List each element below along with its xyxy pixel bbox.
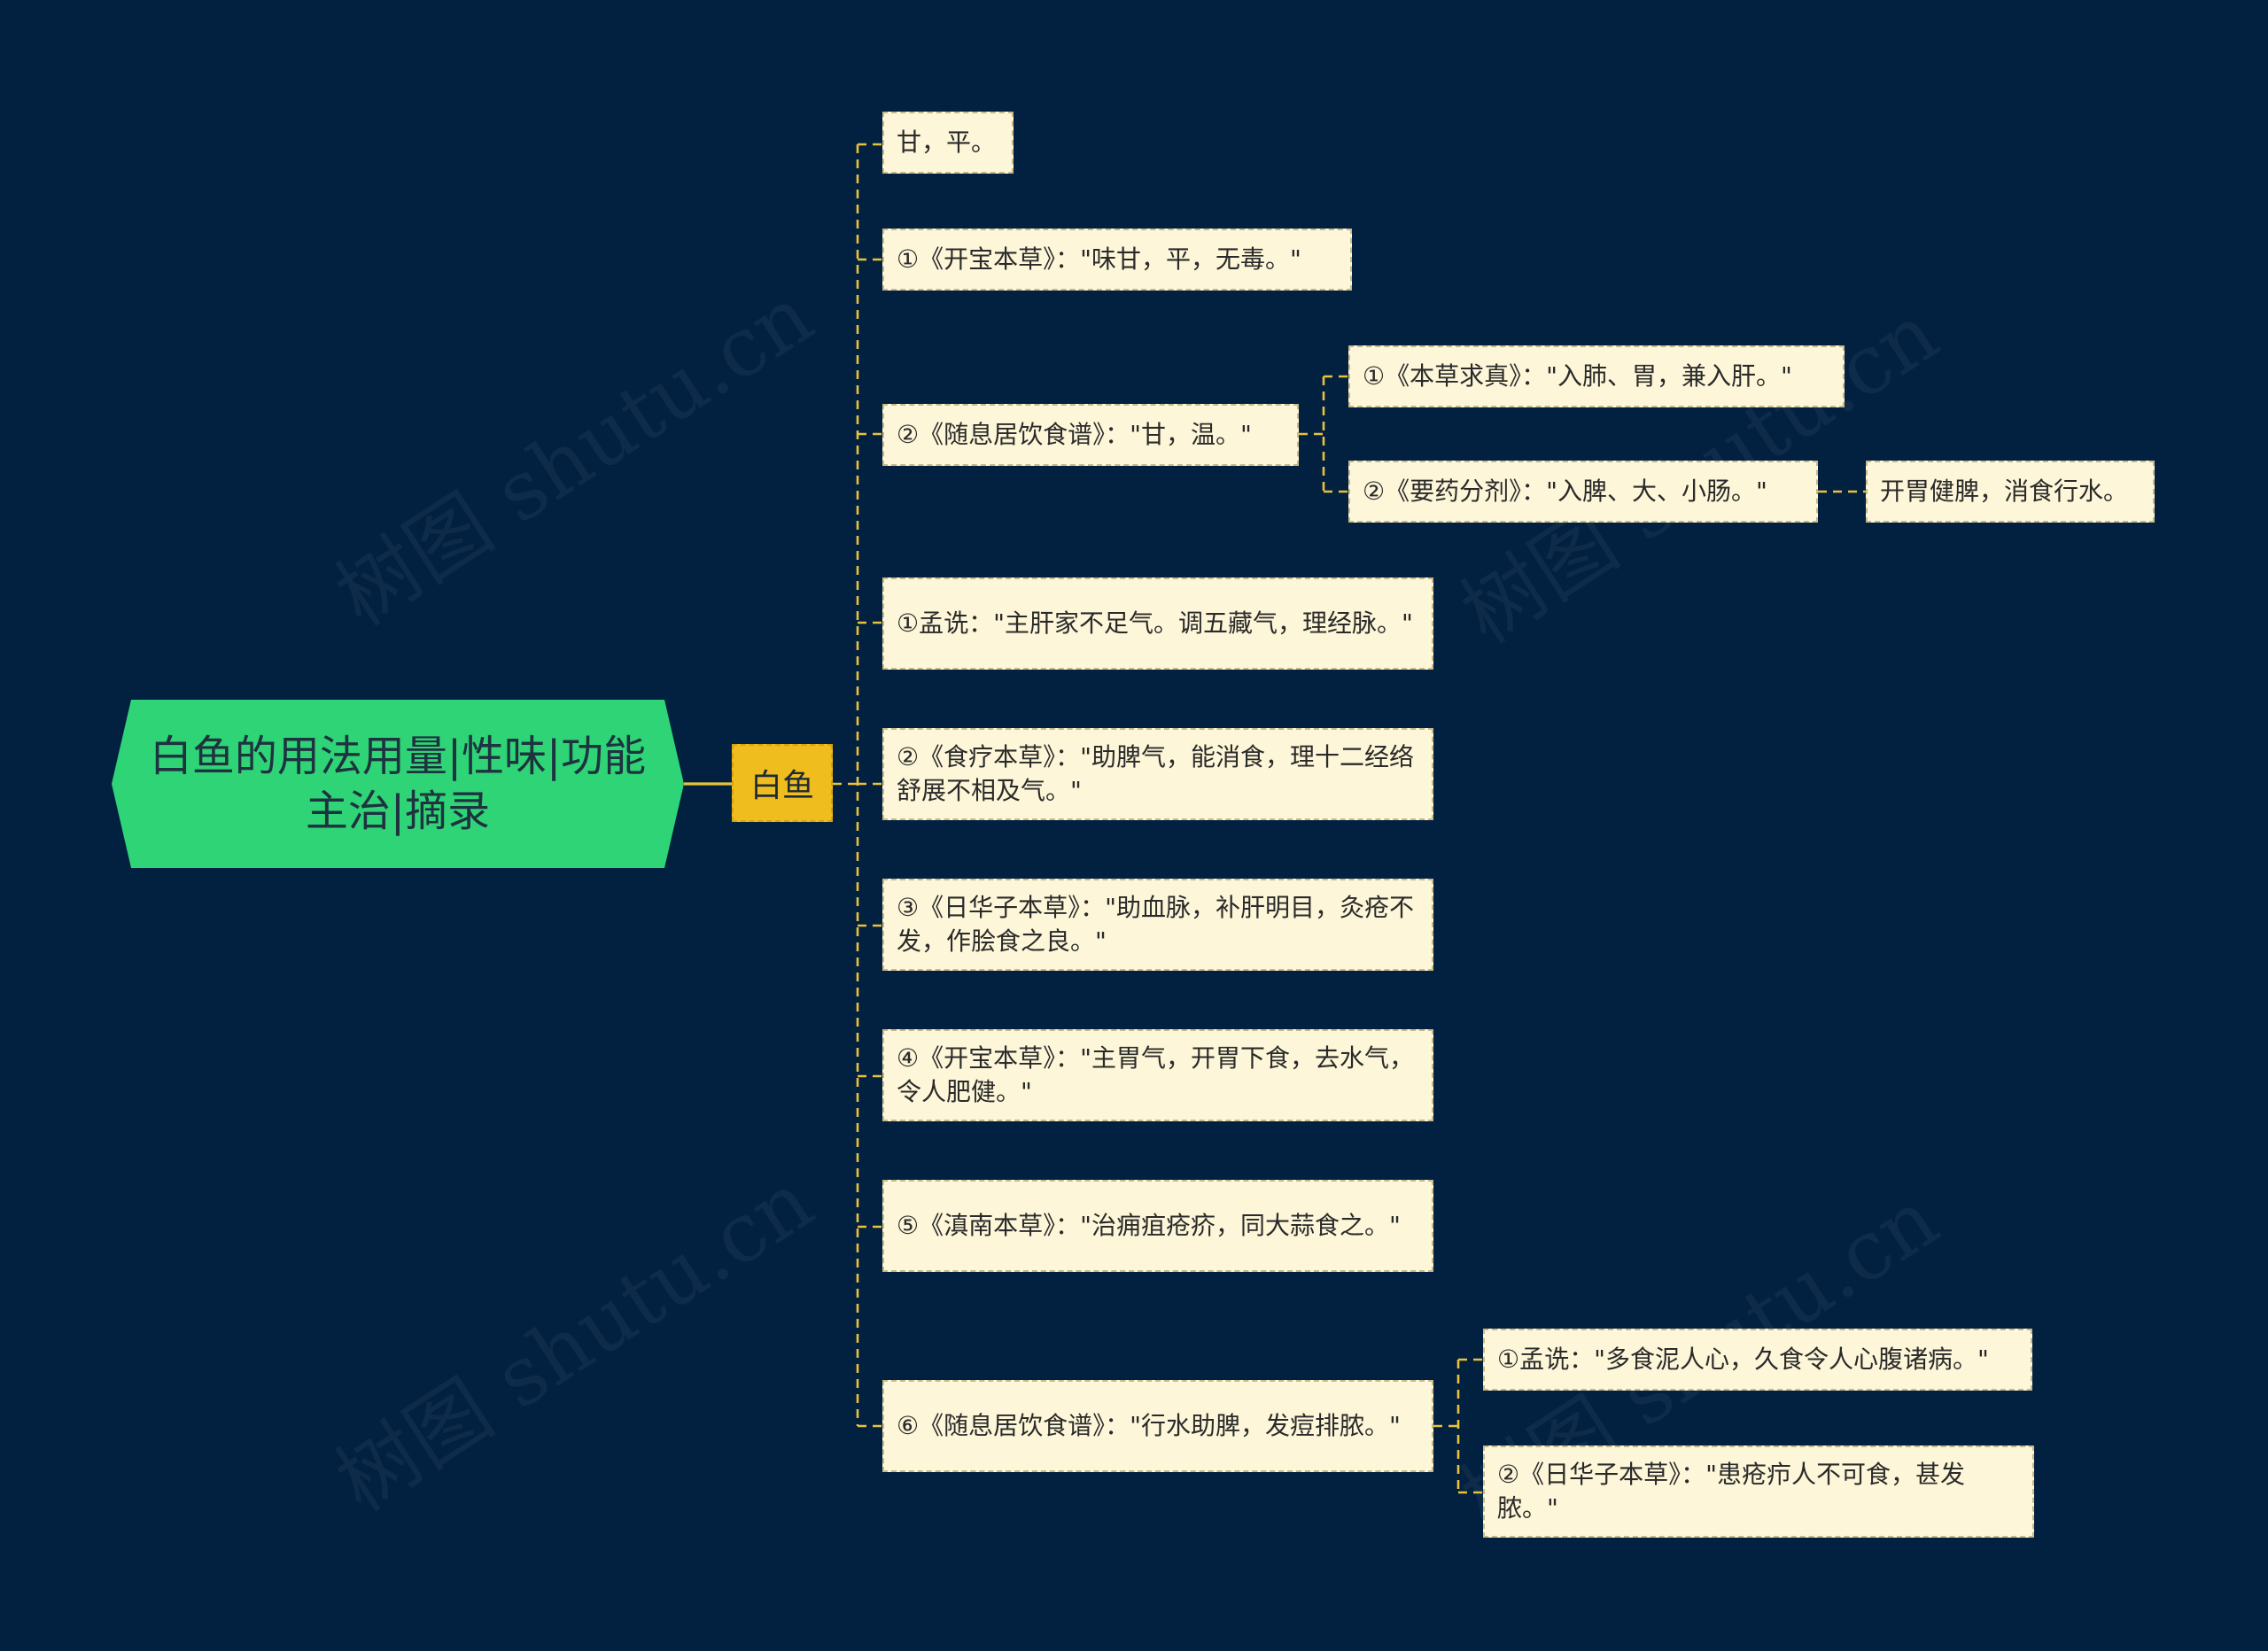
topic-node[interactable]: 甘，平。 bbox=[882, 112, 1014, 174]
topic-label: ①孟诜："多食泥人心，久食令人心腹诸病。" bbox=[1497, 1345, 1989, 1374]
topic-node[interactable]: ⑤《滇南本草》："治痈疽疮疥，同大蒜食之。" bbox=[882, 1180, 1433, 1272]
topic-label: 开胃健脾，消食行水。 bbox=[1880, 477, 2129, 506]
topic-label: ②《要药分剂》："入脾、大、小肠。" bbox=[1363, 477, 1767, 506]
topic-label: ⑥《随息居饮食谱》："行水助脾，发痘排脓。" bbox=[897, 1411, 1401, 1440]
topic-label: 甘，平。 bbox=[897, 128, 997, 157]
topic-label: ⑤《滇南本草》："治痈疽疮疥，同大蒜食之。" bbox=[897, 1211, 1401, 1240]
topic-label: ④《开宝本草》："主胃气，开胃下食，去水气，令人肥健。" bbox=[897, 1043, 1414, 1106]
root-topic-label: 白鱼的用法用量|性味|功能主治|摘录 bbox=[149, 732, 647, 836]
main-topic[interactable]: 白鱼 bbox=[732, 744, 833, 822]
topic-node[interactable]: ②《食疗本草》："助脾气，能消食，理十二经络舒展不相及气。" bbox=[882, 728, 1433, 820]
topic-label: ②《食疗本草》："助脾气，能消食，理十二经络舒展不相及气。" bbox=[897, 742, 1414, 805]
topic-node[interactable]: 开胃健脾，消食行水。 bbox=[1866, 461, 2155, 523]
topic-label: ①《开宝本草》："味甘，平，无毒。" bbox=[897, 244, 1301, 274]
topic-node[interactable]: ②《要药分剂》："入脾、大、小肠。" bbox=[1348, 461, 1818, 523]
topic-node[interactable]: ①《开宝本草》："味甘，平，无毒。" bbox=[882, 229, 1352, 291]
topic-label: ②《日华子本草》："患疮疖人不可食，甚发脓。" bbox=[1497, 1460, 1965, 1523]
topic-node[interactable]: ②《随息居饮食谱》："甘，温。" bbox=[882, 404, 1299, 466]
root-topic[interactable]: 白鱼的用法用量|性味|功能主治|摘录 bbox=[112, 700, 684, 868]
topic-node[interactable]: ②《日华子本草》："患疮疖人不可食，甚发脓。" bbox=[1483, 1446, 2034, 1538]
topic-node[interactable]: ①孟诜："主肝家不足气。调五藏气，理经脉。" bbox=[882, 577, 1433, 670]
topic-node[interactable]: ⑥《随息居饮食谱》："行水助脾，发痘排脓。" bbox=[882, 1380, 1433, 1472]
topic-label: ①《本草求真》："入肺、胃，兼入肝。" bbox=[1363, 361, 1792, 391]
topic-node[interactable]: ③《日华子本草》："助血脉，补肝明目，灸疮不发，作脍食之良。" bbox=[882, 879, 1433, 971]
topic-node[interactable]: ④《开宝本草》："主胃气，开胃下食，去水气，令人肥健。" bbox=[882, 1029, 1433, 1121]
topic-node[interactable]: ①孟诜："多食泥人心，久食令人心腹诸病。" bbox=[1483, 1329, 2032, 1391]
topic-node[interactable]: ①《本草求真》："入肺、胃，兼入肝。" bbox=[1348, 345, 1845, 407]
topic-label: ②《随息居饮食谱》："甘，温。" bbox=[897, 420, 1252, 449]
main-topic-label: 白鱼 bbox=[750, 768, 814, 804]
topic-label: ①孟诜："主肝家不足气。调五藏气，理经脉。" bbox=[897, 608, 1413, 638]
topic-label: ③《日华子本草》："助血脉，补肝明目，灸疮不发，作脍食之良。" bbox=[897, 893, 1414, 956]
